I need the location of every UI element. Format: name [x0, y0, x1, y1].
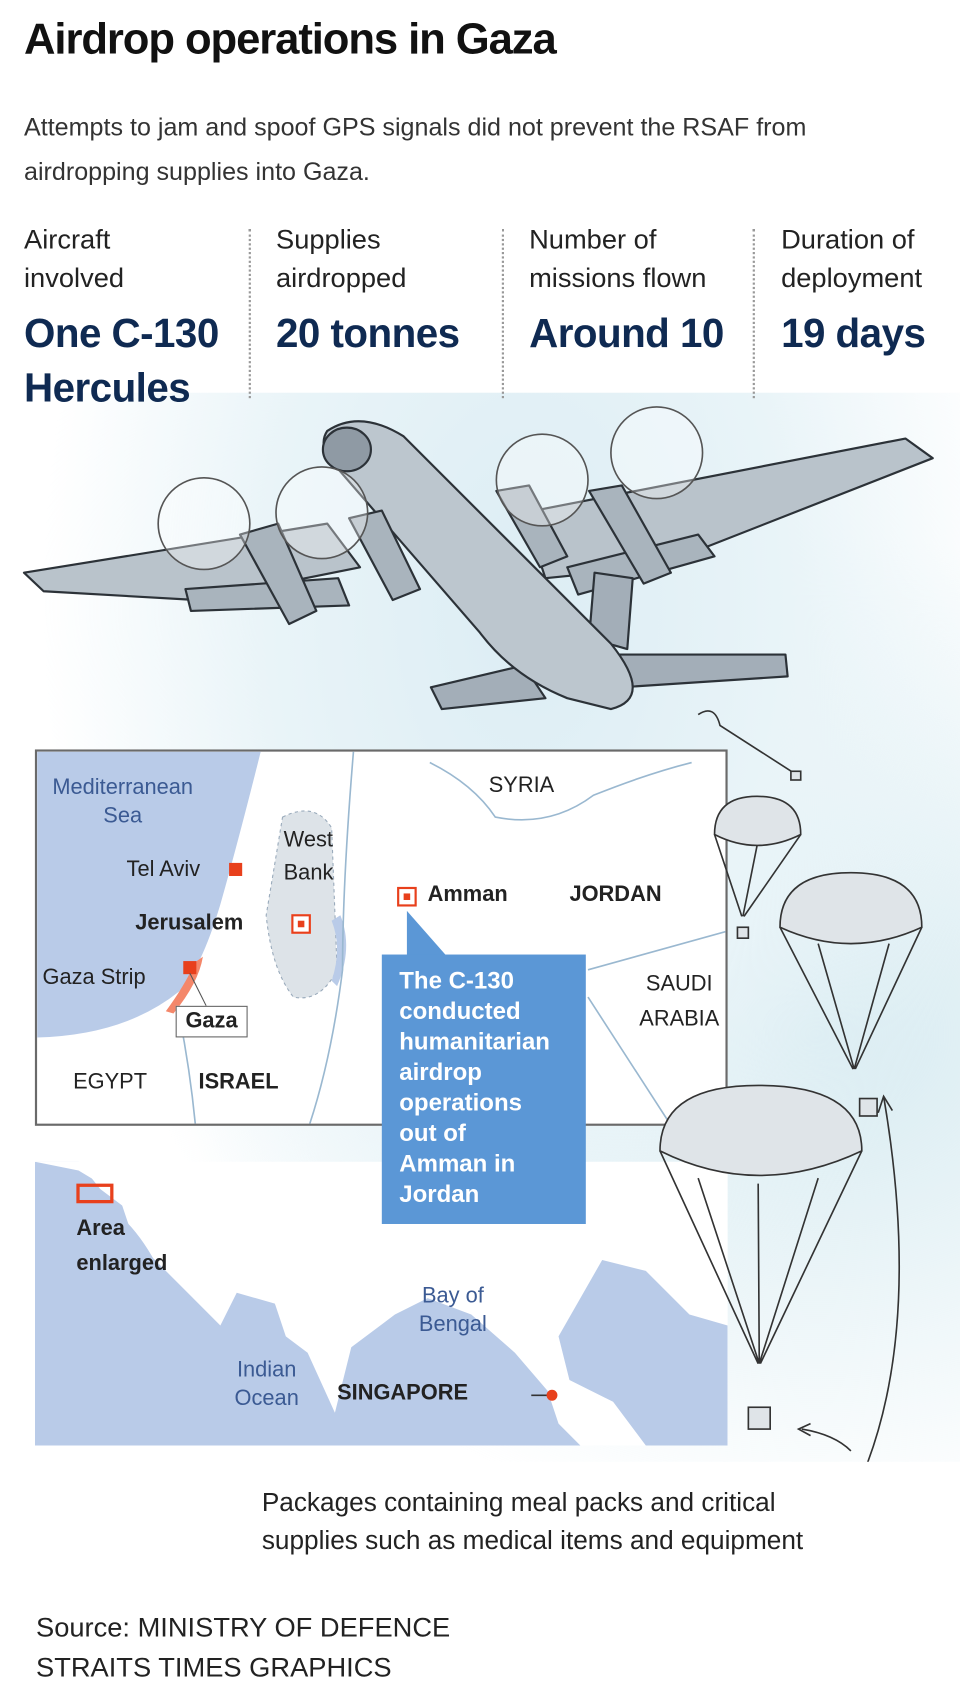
stat-duration: Duration of deployment 19 days	[781, 221, 960, 361]
label-gaza: Gaza	[175, 1005, 248, 1038]
c130-plane-illustration	[22, 406, 934, 711]
amman-marker	[397, 886, 417, 907]
stat-value: 20 tonnes	[275, 310, 460, 356]
parachutes-illustration	[659, 710, 923, 1462]
stat-label: Number of	[529, 224, 657, 256]
page-title: Airdrop operations in Gaza	[23, 15, 557, 64]
label-amman: Amman	[427, 882, 508, 907]
label-jordan: JORDAN	[569, 882, 662, 907]
singapore-marker	[546, 1389, 558, 1401]
divider	[752, 229, 755, 399]
label-syria: SYRIA	[488, 773, 555, 798]
subtitle: Attempts to jam and spoof GPS signals di…	[23, 112, 807, 186]
packages-caption: Packages containing meal packs and criti…	[261, 1487, 804, 1556]
stat-supplies: Supplies airdropped 20 tonnes	[276, 221, 511, 361]
tel-aviv-marker	[229, 862, 243, 876]
divider	[248, 229, 251, 399]
label-israel: ISRAEL	[198, 1070, 279, 1095]
jerusalem-marker	[291, 914, 311, 934]
label-singapore: SINGAPORE	[337, 1381, 469, 1406]
gaza-marker	[183, 961, 197, 975]
map-shapes	[37, 751, 726, 1124]
gaza-leader-line	[189, 973, 207, 1007]
stat-label: Duration of	[781, 224, 915, 256]
stat-label: Supplies	[275, 224, 381, 256]
stat-label: deployment	[781, 262, 923, 294]
area-enlarged-box	[76, 1183, 114, 1204]
stat-label: airdropped	[275, 262, 407, 294]
label-jerusalem: Jerusalem	[135, 910, 244, 935]
stat-missions: Number of missions flown Around 10	[529, 221, 764, 361]
stat-value: 19 days	[781, 310, 926, 356]
stat-label: involved	[23, 262, 125, 294]
divider	[501, 229, 504, 399]
label-egypt: EGYPT	[73, 1070, 148, 1095]
callout-pointer	[406, 910, 448, 957]
stat-label: missions flown	[529, 262, 707, 294]
label-gaza-strip: Gaza Strip	[42, 965, 146, 990]
stat-label: Aircraft	[23, 224, 111, 256]
stat-value: Around 10	[529, 310, 724, 356]
label-tel-aviv: Tel Aviv	[126, 857, 201, 882]
